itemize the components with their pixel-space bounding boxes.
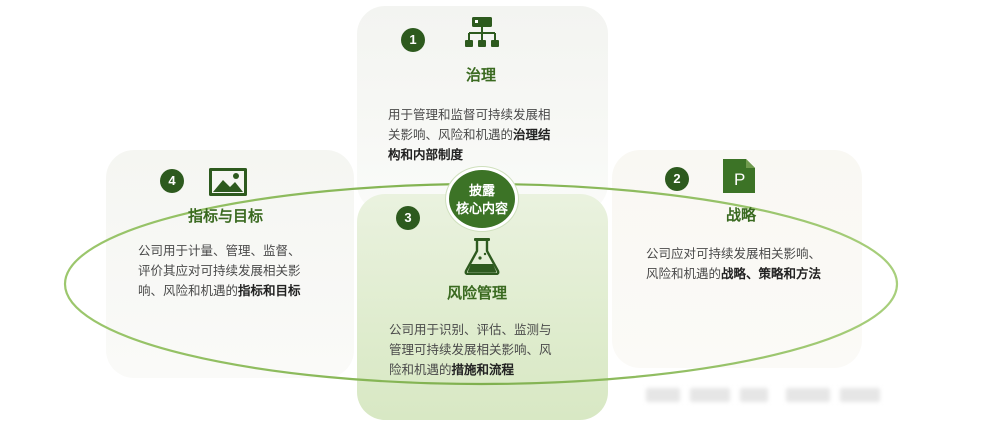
strategy-description: 公司应对可持续发展相关影响、 风险和机遇的战略、策略和方法 <box>646 244 856 284</box>
strategy-desc-line-1: 公司应对可持续发展相关影响、 <box>646 246 822 261</box>
risk-title: 风险管理 <box>447 284 508 302</box>
governance-desc-bold-1: 治理结 <box>513 127 551 142</box>
strategy-title: 战略 <box>726 206 757 224</box>
blurred-watermark-3 <box>740 388 768 402</box>
flask-icon <box>464 238 500 275</box>
metrics-desc-bold: 指标和目标 <box>238 283 301 298</box>
risk-description: 公司用于识别、评估、监测与 管理可持续发展相关影响、风 险和机遇的措施和流程 <box>389 320 599 380</box>
risk-desc-bold: 措施和流程 <box>451 362 515 377</box>
center-core-circle: 披露 核心内容 <box>446 167 518 231</box>
risk-desc-line-1: 公司用于识别、评估、监测与 <box>389 322 552 337</box>
org-chart-icon <box>465 17 499 47</box>
metrics-title: 指标与目标 <box>188 207 264 225</box>
risk-desc-line-2: 管理可持续发展相关影响、风 <box>389 342 552 357</box>
governance-title: 治理 <box>466 66 497 84</box>
blurred-watermark-5 <box>840 388 880 402</box>
governance-desc-line-1: 用于管理和监督可持续发展相 <box>388 107 551 122</box>
document-p-icon: P <box>723 159 755 193</box>
governance-description: 用于管理和监督可持续发展相 关影响、风险和机遇的治理结 构和内部制度 <box>388 105 588 165</box>
svg-text:P: P <box>734 170 745 189</box>
risk-desc-line-3: 险和机遇的措施和流程 <box>389 362 515 377</box>
image-icon <box>209 168 247 196</box>
governance-desc-bold-2: 构和内部制度 <box>388 147 464 162</box>
governance-desc-line-3: 构和内部制度 <box>388 145 588 165</box>
blurred-watermark-1 <box>646 388 680 402</box>
center-label-line-2: 核心内容 <box>455 202 508 217</box>
governance-number-badge: 1 <box>401 28 425 52</box>
metrics-desc-line-3: 响、风险和机遇的指标和目标 <box>138 283 301 298</box>
strategy-desc-bold: 战略、策略和方法 <box>721 266 822 281</box>
strategy-number-badge: 2 <box>665 167 689 191</box>
blurred-watermark-4 <box>786 388 830 402</box>
strategy-desc-line-2: 风险和机遇的战略、策略和方法 <box>646 266 822 281</box>
metrics-number-badge: 4 <box>160 169 184 193</box>
metrics-desc-line-2: 评价其应对可持续发展相关影 <box>138 263 301 278</box>
center-label-line-1: 披露 <box>468 184 495 199</box>
governance-desc-line-2: 关影响、风险和机遇的治理结 <box>388 127 551 142</box>
blurred-watermark-2 <box>690 388 730 402</box>
metrics-description: 公司用于计量、管理、监督、 评价其应对可持续发展相关影 响、风险和机遇的指标和目… <box>138 241 348 301</box>
metrics-desc-line-1: 公司用于计量、管理、监督、 <box>138 243 301 258</box>
risk-number-badge: 3 <box>396 206 420 230</box>
